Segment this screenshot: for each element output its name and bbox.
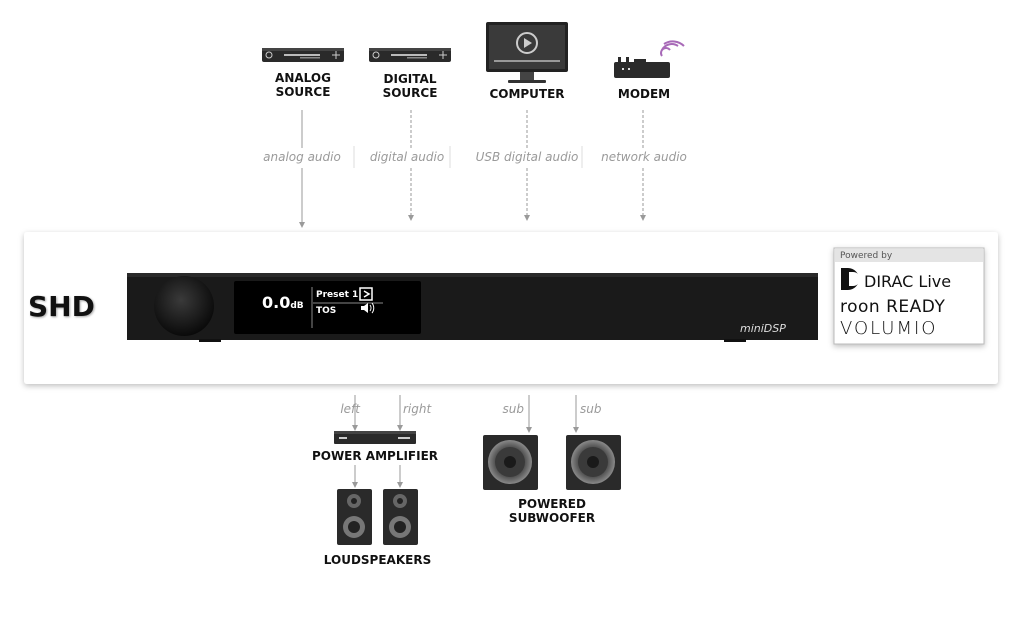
channel-label-sub-1: sub — [502, 402, 524, 416]
powered-by-label: Powered by — [840, 251, 893, 261]
computer-icon — [486, 22, 568, 83]
source-arrows — [299, 110, 646, 228]
powered-by-badges — [833, 247, 985, 345]
shd-device — [127, 273, 818, 342]
loudspeakers-icon — [337, 489, 418, 545]
signal-label-digital: digital audio — [369, 150, 445, 164]
roon-ready-badge: roon READY — [840, 297, 946, 317]
signal-label-network: network audio — [601, 150, 687, 164]
display-preset: Preset 1 — [316, 290, 359, 300]
subwoofers-icon — [483, 435, 621, 490]
channel-label-left: left — [340, 402, 360, 416]
loudspeakers-label: LOUDSPEAKERS — [323, 553, 432, 567]
minidsp-logo: miniDSP — [740, 322, 786, 335]
display-volume: 0.0dB — [262, 293, 304, 312]
dirac-live-badge: DIRAC Live — [864, 272, 952, 291]
power-amplifier-icon — [334, 431, 416, 444]
output-arrows — [352, 395, 579, 488]
volume-knob — [154, 276, 214, 336]
source-label-computer: COMPUTER — [489, 87, 565, 101]
channel-label-right: right — [403, 402, 432, 416]
signal-label-analog: analog audio — [263, 150, 341, 164]
display-input: TOS — [316, 306, 337, 316]
modem-icon — [614, 40, 685, 78]
power-amplifier-label: POWER AMPLIFIER — [311, 449, 439, 463]
device-name: SHD — [28, 290, 95, 323]
signal-label-usb: USB digital audio — [475, 150, 579, 164]
digital-source-icon — [369, 48, 451, 62]
channel-label-sub-2: sub — [580, 402, 602, 416]
source-label-modem: MODEM — [617, 87, 671, 101]
front-display — [234, 281, 421, 334]
analog-source-icon — [262, 48, 344, 62]
volumio-badge: VOLUMIO — [840, 318, 938, 339]
